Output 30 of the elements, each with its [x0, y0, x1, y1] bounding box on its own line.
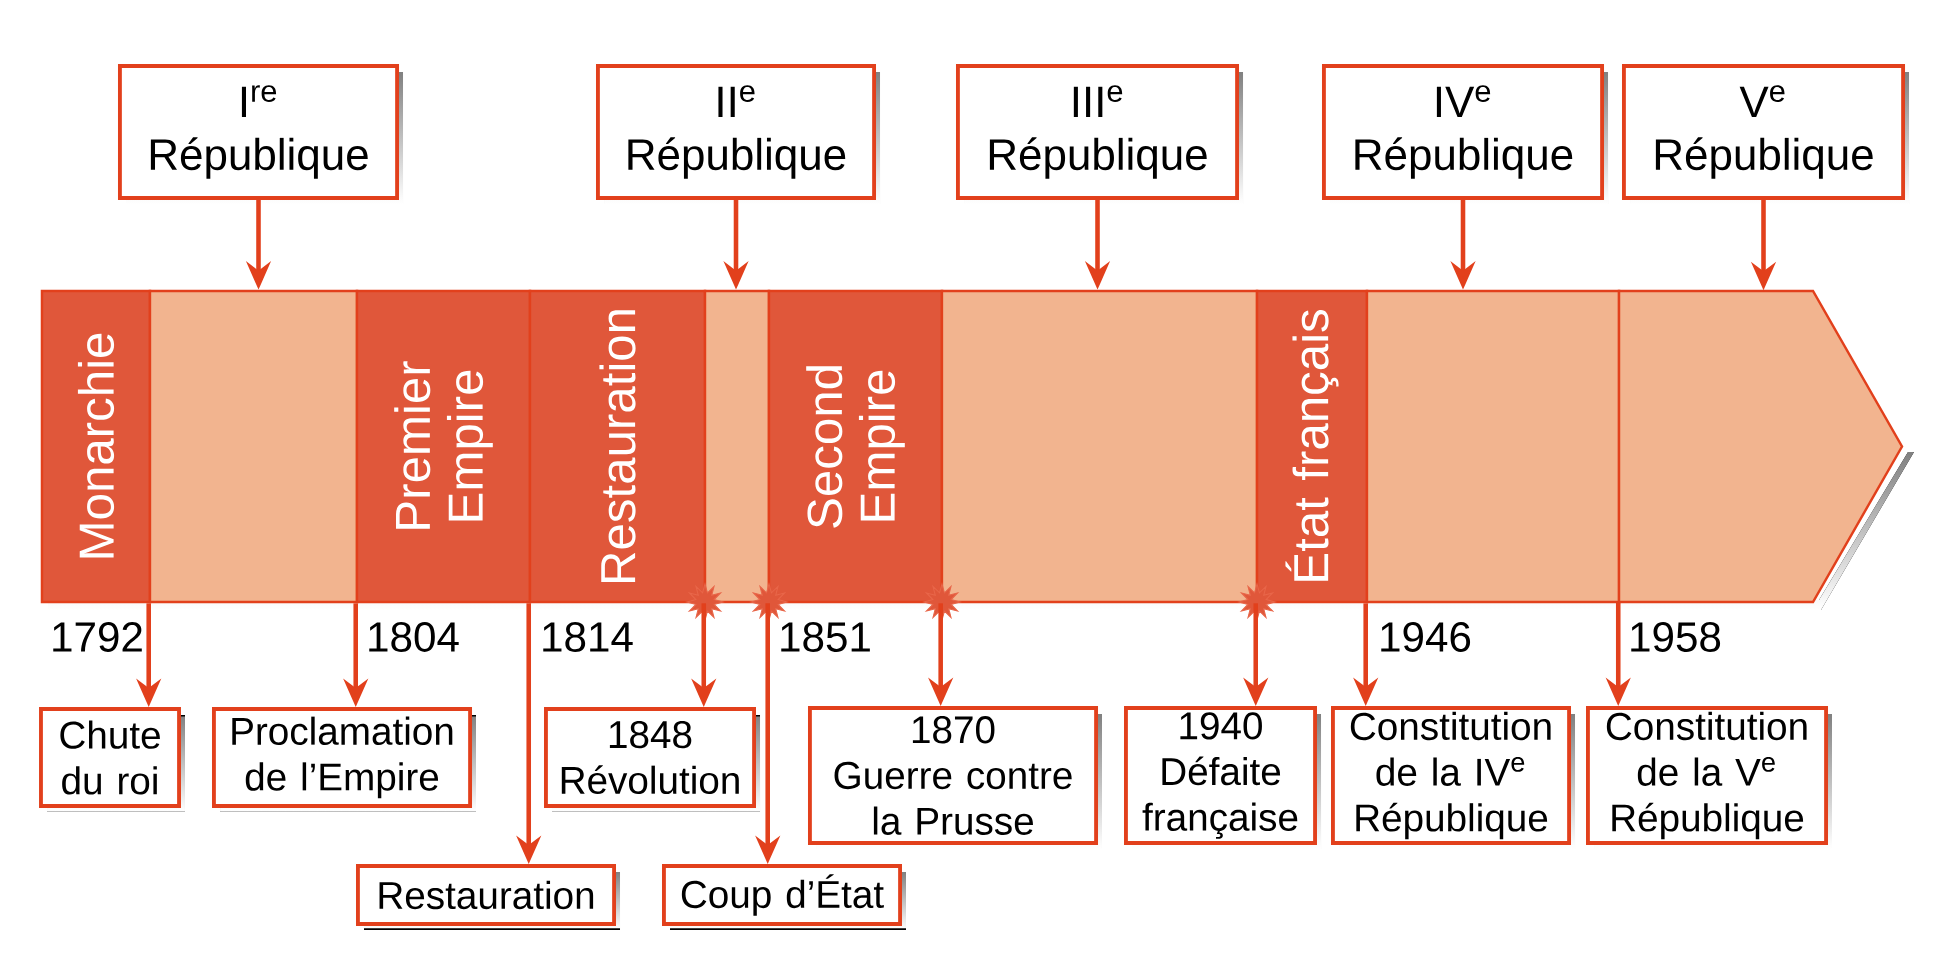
period-band: Restauration	[528, 289, 707, 604]
period-band	[703, 289, 771, 604]
period-band	[1617, 289, 1904, 604]
period-band	[148, 289, 359, 604]
event-box: Constitution de la IV$^{e}$ République	[1331, 706, 1575, 849]
year-label: 1851	[781, 622, 870, 652]
event-box: Chute du roi	[39, 707, 185, 812]
year-label: 1804	[369, 622, 459, 652]
year-label: 1958	[1631, 622, 1721, 652]
event-box: Proclamation de l’Empire	[212, 707, 476, 812]
republic-box: I$^{re}$ République	[118, 64, 403, 204]
year-label: 1792	[53, 622, 142, 652]
republic-box: III$^{e}$ République	[956, 64, 1243, 204]
republic-box: II$^{e}$ République	[596, 64, 880, 204]
year-label: 1946	[1381, 622, 1471, 652]
period-band: Monarchie	[40, 289, 152, 604]
event-box: 1848 Révolution	[544, 707, 760, 812]
event-box: Restauration	[356, 864, 620, 930]
event-box: Constitution de la V$^{e}$ République	[1586, 706, 1832, 849]
republic-box: IV$^{e}$ République	[1322, 64, 1608, 204]
year-label: 1814	[543, 622, 633, 652]
period-band	[1365, 289, 1621, 604]
period-band	[940, 289, 1259, 604]
event-box: 1940 Défaite française	[1124, 706, 1321, 849]
period-band: État français	[1255, 289, 1369, 604]
period-band: Premier Empire	[355, 289, 532, 604]
republic-box: V$^{e}$ République	[1622, 64, 1909, 204]
event-box: Coup d’État	[662, 864, 906, 930]
event-box: 1870 Guerre contre la Prusse	[808, 706, 1102, 849]
period-band: Second Empire	[767, 289, 944, 604]
